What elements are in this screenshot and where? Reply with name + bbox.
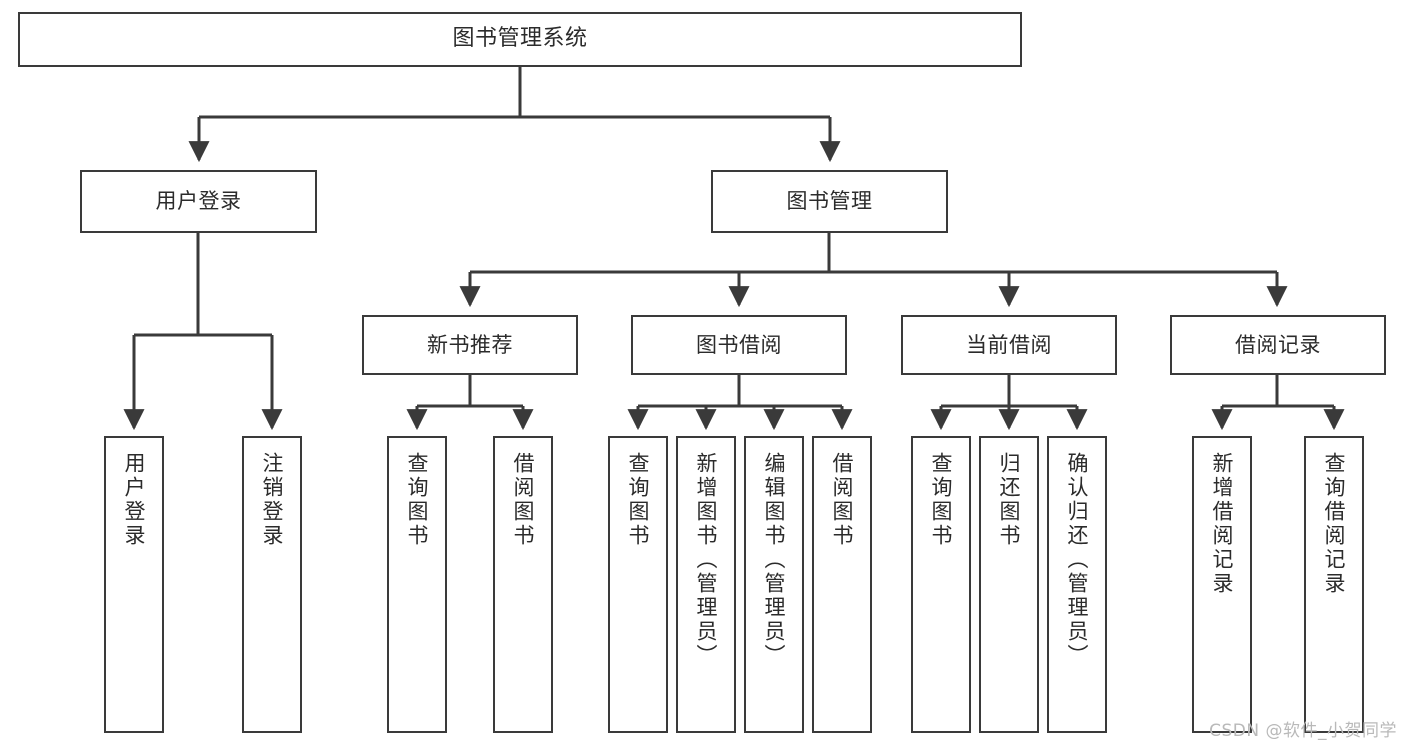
node-leaf-current-borrow-2[interactable]: 归还图书 <box>979 436 1039 733</box>
node-leaf-borrow-record-2-label: 查询借阅记录 <box>1322 452 1347 596</box>
node-leaf-book-borrow-4-label: 借阅图书 <box>830 452 855 548</box>
node-leaf-current-borrow-2-label: 归还图书 <box>997 452 1022 548</box>
node-current-borrow-label: 当前借阅 <box>966 332 1052 357</box>
node-leaf-book-borrow-2[interactable]: 新增图书（管理员） <box>676 436 736 733</box>
node-leaf-current-borrow-1-label: 查询图书 <box>929 452 954 548</box>
node-leaf-user-login-1[interactable]: 用户登录 <box>104 436 164 733</box>
node-user-login-label: 用户登录 <box>155 189 242 214</box>
node-book-management[interactable]: 图书管理 <box>711 170 948 233</box>
node-book-borrow-label: 图书借阅 <box>696 332 782 357</box>
node-leaf-book-borrow-1-label: 查询图书 <box>626 452 651 548</box>
node-leaf-borrow-record-1[interactable]: 新增借阅记录 <box>1192 436 1252 733</box>
node-leaf-current-borrow-1[interactable]: 查询图书 <box>911 436 971 733</box>
node-leaf-new-book-2-label: 借阅图书 <box>511 452 536 548</box>
node-borrow-record-label: 借阅记录 <box>1235 332 1321 357</box>
node-leaf-book-borrow-2-label: 新增图书（管理员） <box>694 452 719 668</box>
node-current-borrow[interactable]: 当前借阅 <box>901 315 1117 375</box>
node-borrow-record[interactable]: 借阅记录 <box>1170 315 1386 375</box>
node-book-management-label: 图书管理 <box>786 189 873 214</box>
node-leaf-new-book-1-label: 查询图书 <box>405 452 430 548</box>
node-leaf-current-borrow-3[interactable]: 确认归还（管理员） <box>1047 436 1107 733</box>
node-leaf-user-login-2-label: 注销登录 <box>260 452 285 548</box>
node-root-system-label: 图书管理系统 <box>452 26 588 52</box>
node-user-login[interactable]: 用户登录 <box>80 170 317 233</box>
node-leaf-book-borrow-1[interactable]: 查询图书 <box>608 436 668 733</box>
node-leaf-new-book-2[interactable]: 借阅图书 <box>493 436 553 733</box>
node-leaf-current-borrow-3-label: 确认归还（管理员） <box>1065 452 1090 668</box>
watermark-text: CSDN @软件_小贺同学 <box>1209 721 1397 741</box>
node-leaf-book-borrow-4[interactable]: 借阅图书 <box>812 436 872 733</box>
node-leaf-borrow-record-1-label: 新增借阅记录 <box>1210 452 1235 596</box>
node-new-book-recommend[interactable]: 新书推荐 <box>362 315 578 375</box>
node-leaf-book-borrow-3-label: 编辑图书（管理员） <box>762 452 787 668</box>
node-leaf-book-borrow-3[interactable]: 编辑图书（管理员） <box>744 436 804 733</box>
node-leaf-new-book-1[interactable]: 查询图书 <box>387 436 447 733</box>
node-leaf-user-login-2[interactable]: 注销登录 <box>242 436 302 733</box>
node-new-book-recommend-label: 新书推荐 <box>427 332 513 357</box>
node-leaf-user-login-1-label: 用户登录 <box>122 452 147 548</box>
node-book-borrow[interactable]: 图书借阅 <box>631 315 847 375</box>
node-leaf-borrow-record-2[interactable]: 查询借阅记录 <box>1304 436 1364 733</box>
node-root-system[interactable]: 图书管理系统 <box>18 12 1022 67</box>
